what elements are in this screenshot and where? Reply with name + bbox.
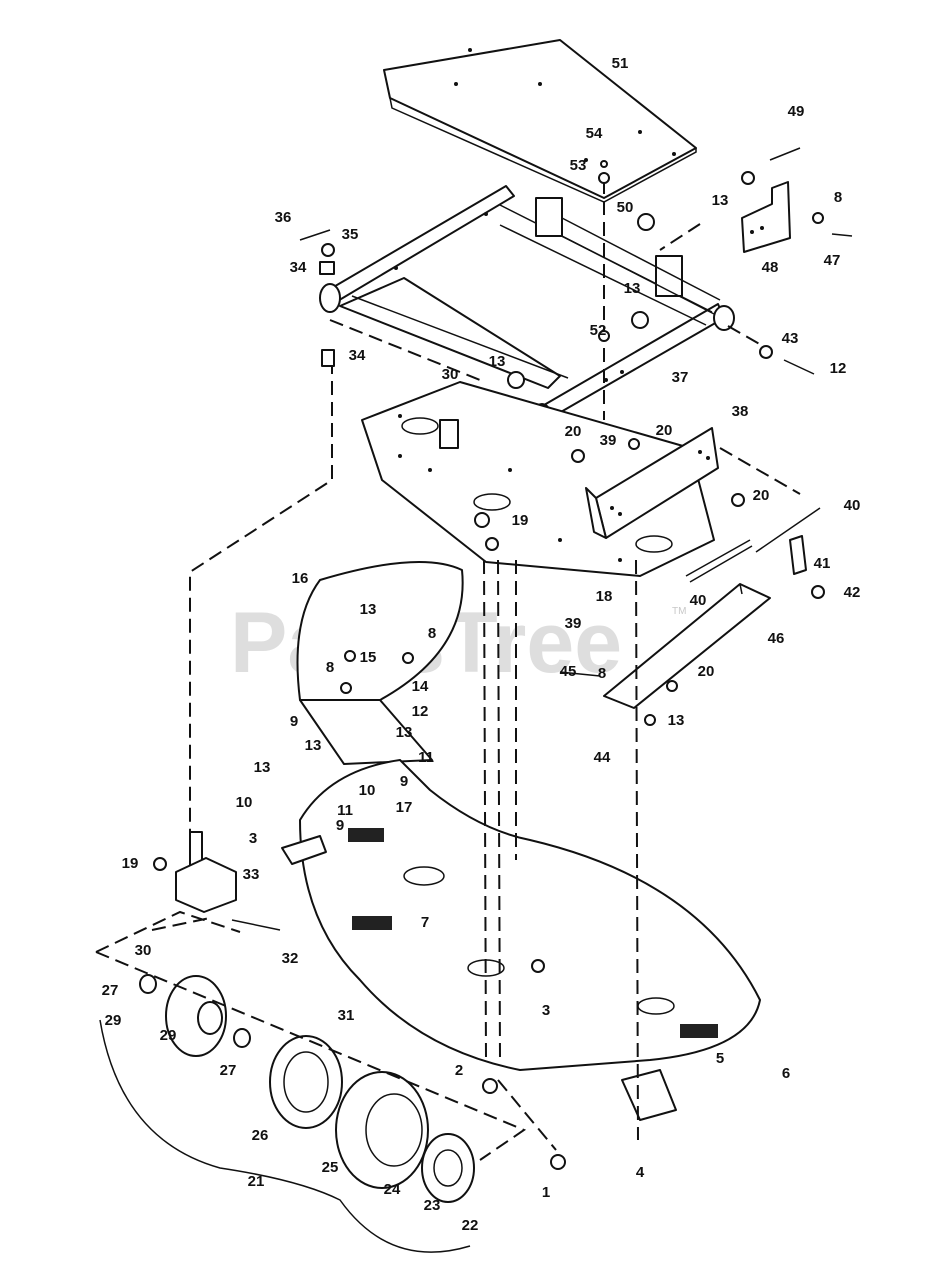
callout-c9a: 9 bbox=[290, 713, 298, 730]
callout-c34a: 34 bbox=[290, 259, 307, 276]
callout-c29b: 29 bbox=[160, 1027, 177, 1044]
callout-c52: 52 bbox=[590, 322, 607, 339]
callout-c23: 23 bbox=[424, 1197, 441, 1214]
assembly-leader-lines bbox=[95, 180, 801, 1161]
callout-c9b: 9 bbox=[400, 773, 408, 790]
callout-c35: 35 bbox=[342, 226, 359, 243]
callout-c44: 44 bbox=[594, 749, 611, 766]
callout-c41: 41 bbox=[814, 555, 831, 572]
callout-c49: 49 bbox=[788, 103, 805, 120]
callout-c7: 7 bbox=[421, 914, 429, 931]
callout-c13e: 13 bbox=[668, 712, 685, 729]
callout-c13c: 13 bbox=[489, 353, 506, 370]
callout-c9c: 9 bbox=[336, 817, 344, 834]
callout-c32: 32 bbox=[282, 950, 299, 967]
callout-c30a: 30 bbox=[442, 366, 459, 383]
mounting-bracket-38 bbox=[585, 427, 719, 539]
callout-c13g: 13 bbox=[396, 724, 413, 741]
callout-c37: 37 bbox=[672, 369, 689, 386]
callout-c12b: 12 bbox=[412, 703, 429, 720]
callout-c26: 26 bbox=[252, 1127, 269, 1144]
callout-c20c: 20 bbox=[753, 487, 770, 504]
wheel-assembly bbox=[99, 974, 475, 1253]
callout-c8b: 8 bbox=[428, 625, 436, 642]
callout-c2: 2 bbox=[455, 1062, 463, 1079]
callout-c33: 33 bbox=[243, 866, 260, 883]
guard-16 bbox=[296, 561, 464, 765]
callout-c11a: 11 bbox=[418, 749, 434, 766]
callout-c1: 1 bbox=[542, 1184, 550, 1201]
callout-c10b: 10 bbox=[359, 782, 376, 799]
callout-c20a: 20 bbox=[565, 423, 582, 440]
callout-c46: 46 bbox=[768, 630, 785, 647]
callout-c8c: 8 bbox=[326, 659, 334, 676]
spindle-block-33 bbox=[175, 831, 237, 913]
callout-c12a: 12 bbox=[830, 360, 847, 377]
clip-41 bbox=[789, 535, 807, 575]
callout-c4: 4 bbox=[636, 1164, 645, 1181]
callout-c40b: 40 bbox=[690, 592, 707, 609]
callout-c50: 50 bbox=[617, 199, 634, 216]
bar-46 bbox=[603, 583, 771, 709]
bracket-48 bbox=[741, 181, 791, 253]
callout-c10a: 10 bbox=[236, 794, 253, 811]
callout-c31: 31 bbox=[338, 1007, 355, 1024]
callout-c8a: 8 bbox=[834, 189, 842, 206]
callout-c53: 53 bbox=[570, 157, 587, 174]
callout-c22: 22 bbox=[462, 1217, 479, 1234]
callout-c34b: 34 bbox=[349, 347, 366, 364]
callout-c39a: 39 bbox=[600, 432, 617, 449]
callout-c51: 51 bbox=[612, 55, 629, 72]
rod-40 bbox=[685, 507, 821, 583]
callout-c20d: 20 bbox=[698, 663, 715, 680]
deck-housing bbox=[281, 759, 761, 1121]
callout-c11b: 11 bbox=[337, 802, 353, 819]
callout-c47: 47 bbox=[824, 252, 841, 269]
callout-c48: 48 bbox=[762, 259, 779, 276]
fasteners bbox=[153, 147, 853, 1170]
callout-c30b: 30 bbox=[135, 942, 152, 959]
callout-c13a: 13 bbox=[712, 192, 729, 209]
callout-c13f: 13 bbox=[305, 737, 322, 754]
callout-c17: 17 bbox=[396, 799, 413, 816]
callout-c39b: 39 bbox=[565, 615, 582, 632]
callout-c40a: 40 bbox=[844, 497, 861, 514]
top-cover-plate bbox=[383, 39, 697, 203]
watermark-tm: TM bbox=[672, 606, 686, 617]
callout-c8d: 8 bbox=[598, 665, 606, 682]
callout-c43: 43 bbox=[782, 330, 799, 347]
callout-c25: 25 bbox=[322, 1159, 339, 1176]
callout-c5: 5 bbox=[716, 1050, 724, 1067]
callout-c16: 16 bbox=[292, 570, 309, 587]
callout-c42: 42 bbox=[844, 584, 861, 601]
callout-c3a: 3 bbox=[249, 830, 257, 847]
callout-c13b: 13 bbox=[624, 280, 641, 297]
callout-c13d: 13 bbox=[360, 601, 377, 618]
callout-c14: 14 bbox=[412, 678, 429, 695]
callout-c45: 45 bbox=[560, 663, 577, 680]
main-frame bbox=[319, 185, 735, 437]
callout-c21: 21 bbox=[248, 1173, 265, 1190]
callout-c38: 38 bbox=[732, 403, 749, 420]
callout-c29a: 29 bbox=[105, 1012, 122, 1029]
callout-c20b: 20 bbox=[656, 422, 673, 439]
callout-c19b: 19 bbox=[122, 855, 139, 872]
callout-c27a: 27 bbox=[102, 982, 119, 999]
callout-c27b: 27 bbox=[220, 1062, 237, 1079]
callout-c54: 54 bbox=[586, 125, 603, 142]
callout-c15: 15 bbox=[360, 649, 377, 666]
callout-c13h: 13 bbox=[254, 759, 271, 776]
callout-c18: 18 bbox=[596, 588, 613, 605]
callout-c36: 36 bbox=[275, 209, 292, 226]
callout-c3b: 3 bbox=[542, 1002, 550, 1019]
callout-c24: 24 bbox=[384, 1181, 401, 1198]
callout-c6: 6 bbox=[782, 1065, 790, 1082]
callout-c19a: 19 bbox=[512, 512, 529, 529]
deck-support-plate bbox=[361, 381, 715, 577]
